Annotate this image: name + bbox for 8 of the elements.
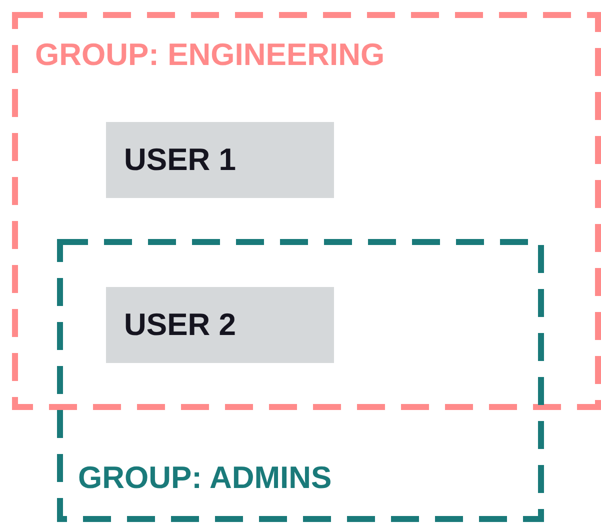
group-boundary <box>60 242 541 519</box>
user-box <box>106 122 334 198</box>
group-label: GROUP: ADMINS <box>78 460 332 496</box>
group-boundary <box>15 15 598 407</box>
user-label: USER 1 <box>124 142 236 178</box>
group-label: GROUP: ENGINEERING <box>35 37 385 73</box>
user-box <box>106 287 334 363</box>
user-label: USER 2 <box>124 307 236 343</box>
